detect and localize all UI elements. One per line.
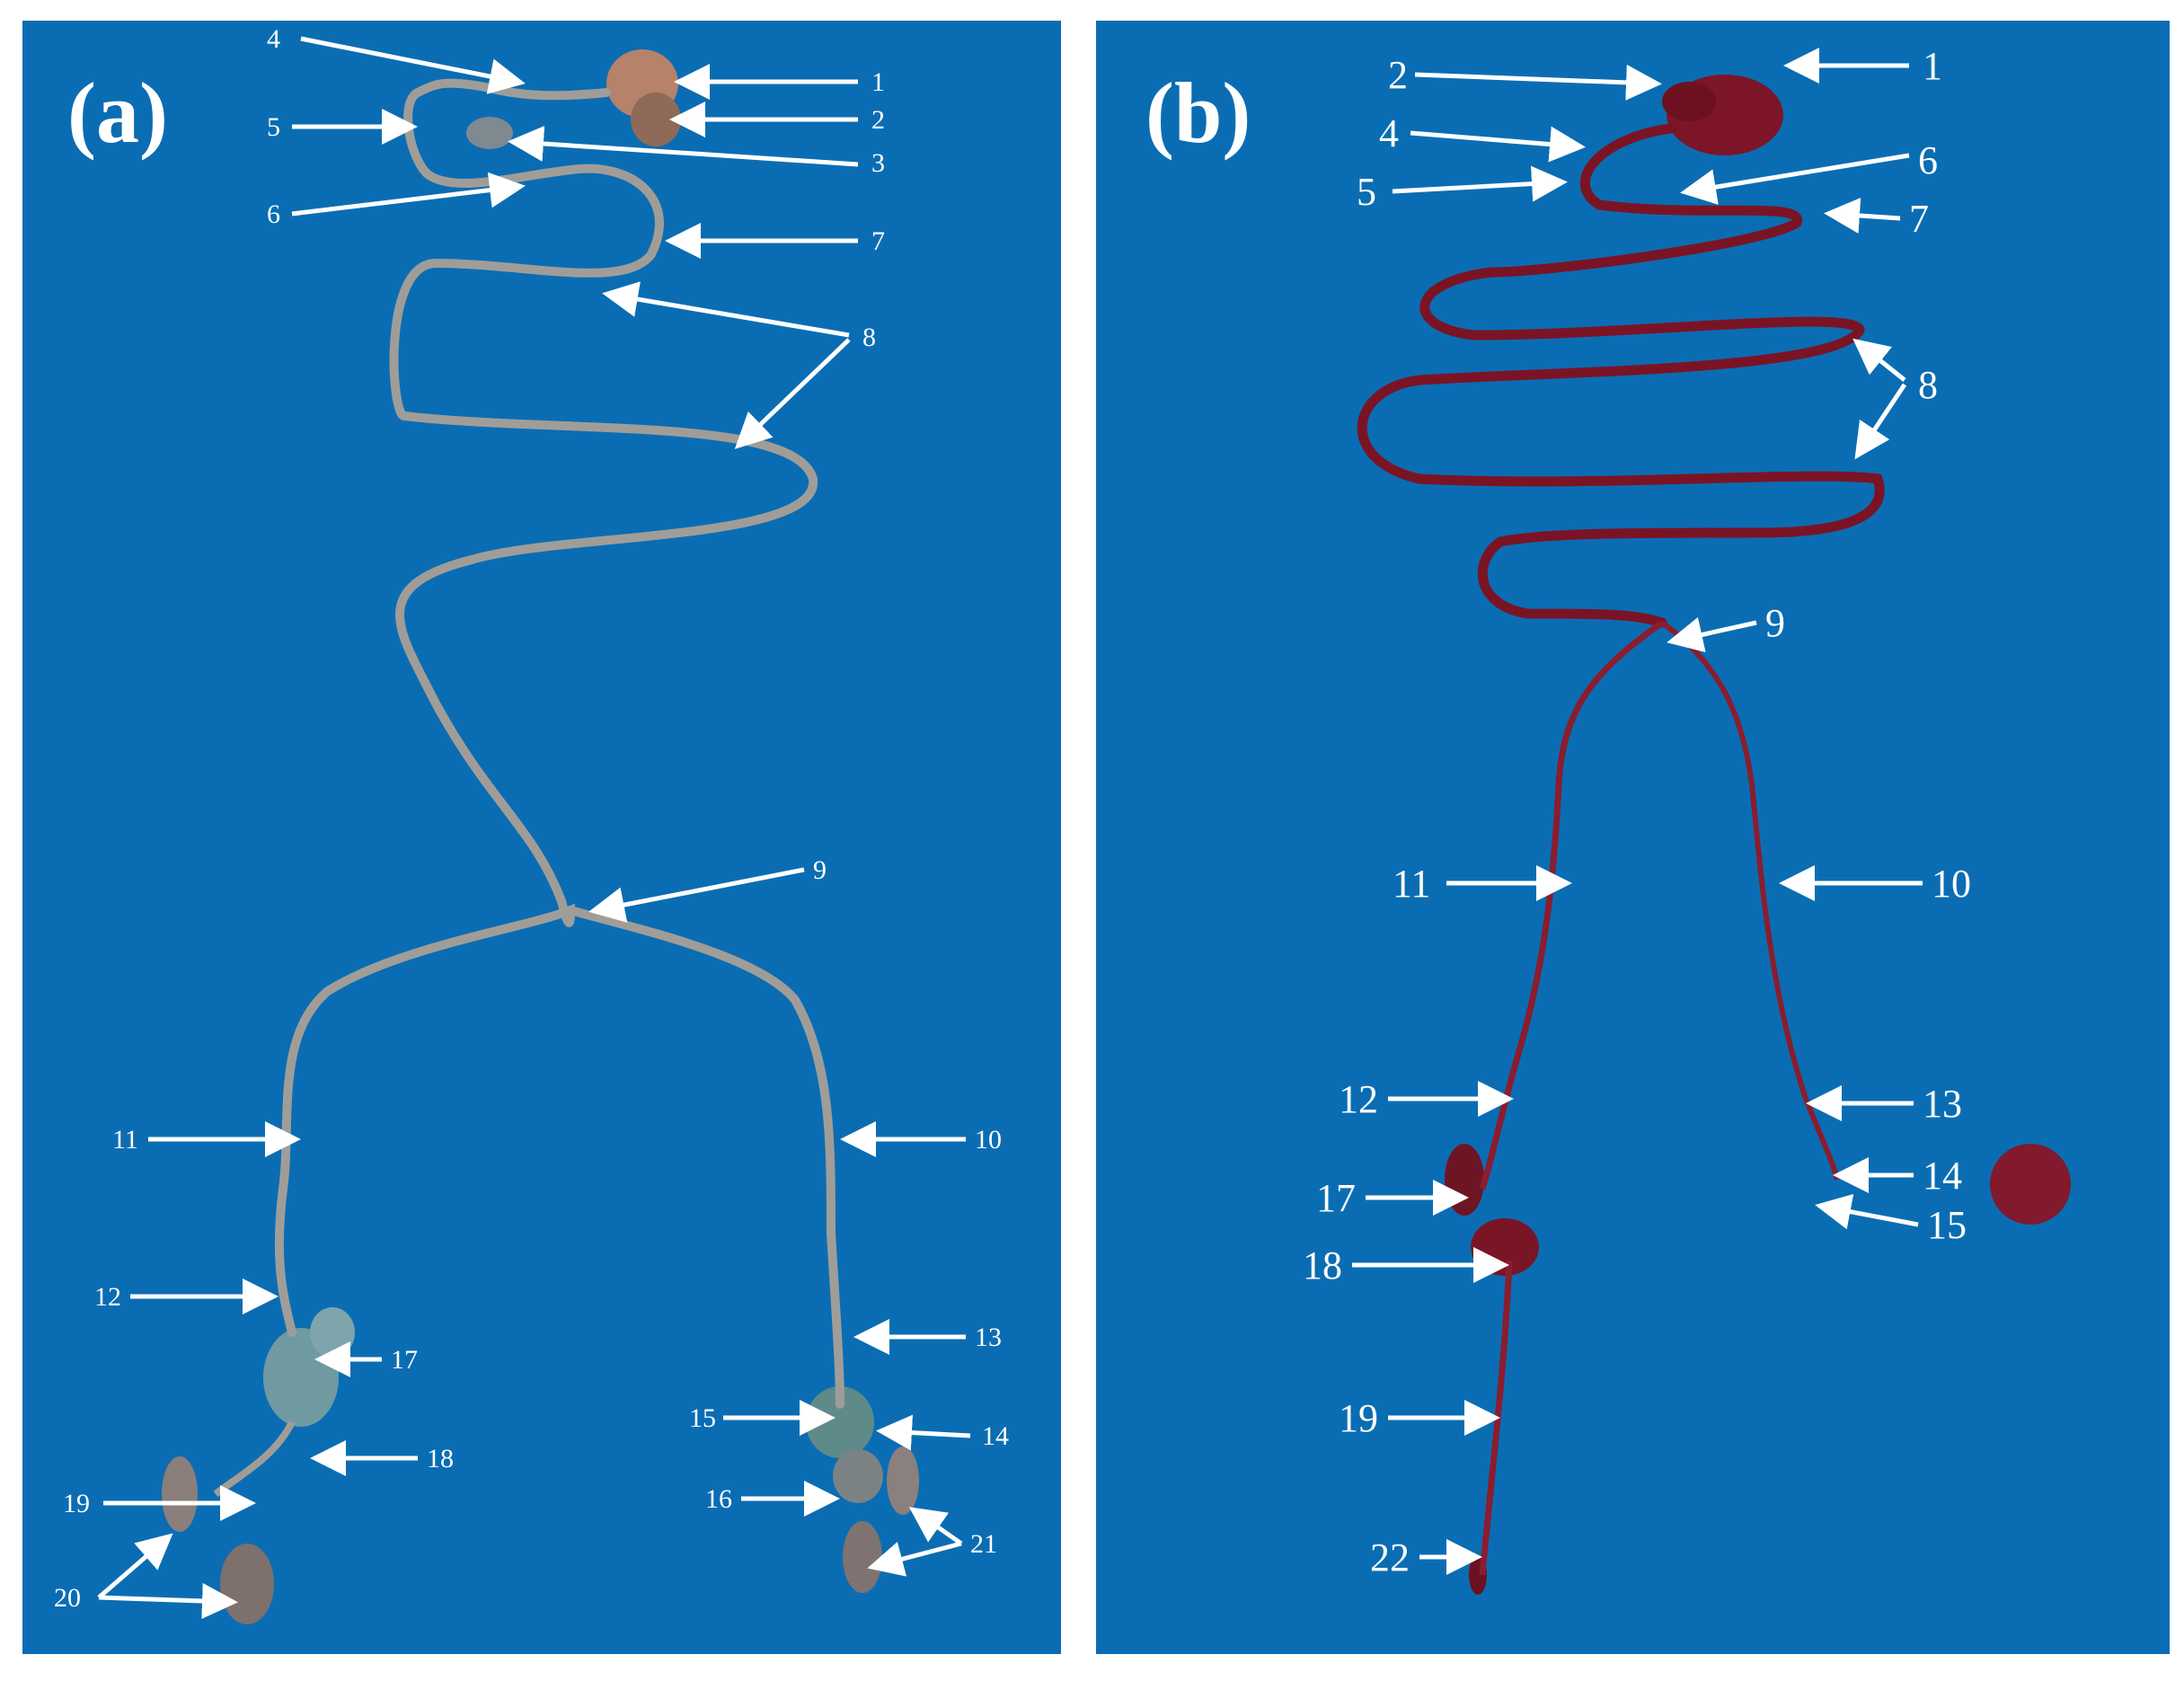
label-a-3: 3 <box>871 148 885 178</box>
label-b-9: 9 <box>1765 601 1785 645</box>
panel-b-tract <box>1357 123 1885 628</box>
panel-a-label: (a) <box>67 65 168 161</box>
label-b-2: 2 <box>1388 53 1408 97</box>
label-a-7: 7 <box>871 226 885 256</box>
panel-a-numbers: 1 2 3 4 5 6 7 8 9 10 11 12 13 14 15 17 1… <box>54 24 1009 1613</box>
label-b-1: 1 <box>1923 44 1942 88</box>
label-a-19: 19 <box>63 1489 90 1518</box>
label-a-13: 13 <box>975 1323 1002 1352</box>
label-a-16: 16 <box>705 1484 732 1514</box>
label-a-18: 18 <box>427 1444 454 1473</box>
label-b-19: 19 <box>1339 1396 1378 1440</box>
label-b-15: 15 <box>1927 1203 1967 1247</box>
panel-a-specimen: 1 2 3 4 5 6 7 8 9 10 11 12 13 14 15 17 1… <box>54 24 1009 1624</box>
label-b-22: 22 <box>1370 1535 1410 1579</box>
label-a-17: 17 <box>391 1345 418 1375</box>
panel-b-specimen: 1 2 4 5 6 7 8 9 10 11 12 13 14 15 17 18 … <box>1303 44 2071 1595</box>
panel-b-label: (b) <box>1145 65 1251 161</box>
label-a-8: 8 <box>862 323 876 352</box>
label-a-9: 9 <box>813 855 827 885</box>
label-b-4: 4 <box>1379 111 1399 155</box>
label-b-6: 6 <box>1918 138 1938 182</box>
label-a-20: 20 <box>54 1583 81 1613</box>
label-b-5: 5 <box>1357 170 1376 214</box>
label-b-11: 11 <box>1393 862 1430 906</box>
panel-a-photo: (a) <box>22 21 1061 1654</box>
label-b-12: 12 <box>1339 1077 1378 1121</box>
label-a-14: 14 <box>982 1421 1009 1451</box>
label-a-4: 4 <box>267 24 280 54</box>
label-a-11: 11 <box>112 1125 138 1155</box>
label-b-17: 17 <box>1316 1176 1356 1220</box>
panel-b-tract-right <box>1660 620 1840 1181</box>
label-a-2: 2 <box>871 105 885 135</box>
label-b-13: 13 <box>1923 1082 1962 1126</box>
label-b-18: 18 <box>1303 1243 1342 1287</box>
panel-b-arrows <box>1352 48 1923 1575</box>
label-b-8: 8 <box>1918 363 1938 407</box>
label-a-1: 1 <box>871 67 885 97</box>
label-a-12: 12 <box>94 1282 121 1312</box>
panel-a-tract <box>274 78 818 1337</box>
label-a-5: 5 <box>267 112 280 142</box>
label-b-7: 7 <box>1909 197 1929 241</box>
label-a-15: 15 <box>689 1403 716 1433</box>
label-a-6: 6 <box>267 199 280 229</box>
panel-a-tract-lower <box>213 1420 296 1498</box>
label-a-10: 10 <box>975 1125 1002 1155</box>
label-a-21: 21 <box>970 1529 997 1559</box>
label-b-10: 10 <box>1932 862 1971 906</box>
panel-a-organs <box>162 49 919 1624</box>
panel-a-tract-right <box>566 906 844 1409</box>
panel-b-numbers: 1 2 4 5 6 7 8 9 10 11 12 13 14 15 17 18 … <box>1303 44 1971 1579</box>
label-b-14: 14 <box>1923 1154 1962 1198</box>
panel-a-arrows <box>97 36 971 1619</box>
panel-b-photo: (b) <box>1096 21 2170 1654</box>
panel-b-tract-left <box>1479 620 1665 1190</box>
